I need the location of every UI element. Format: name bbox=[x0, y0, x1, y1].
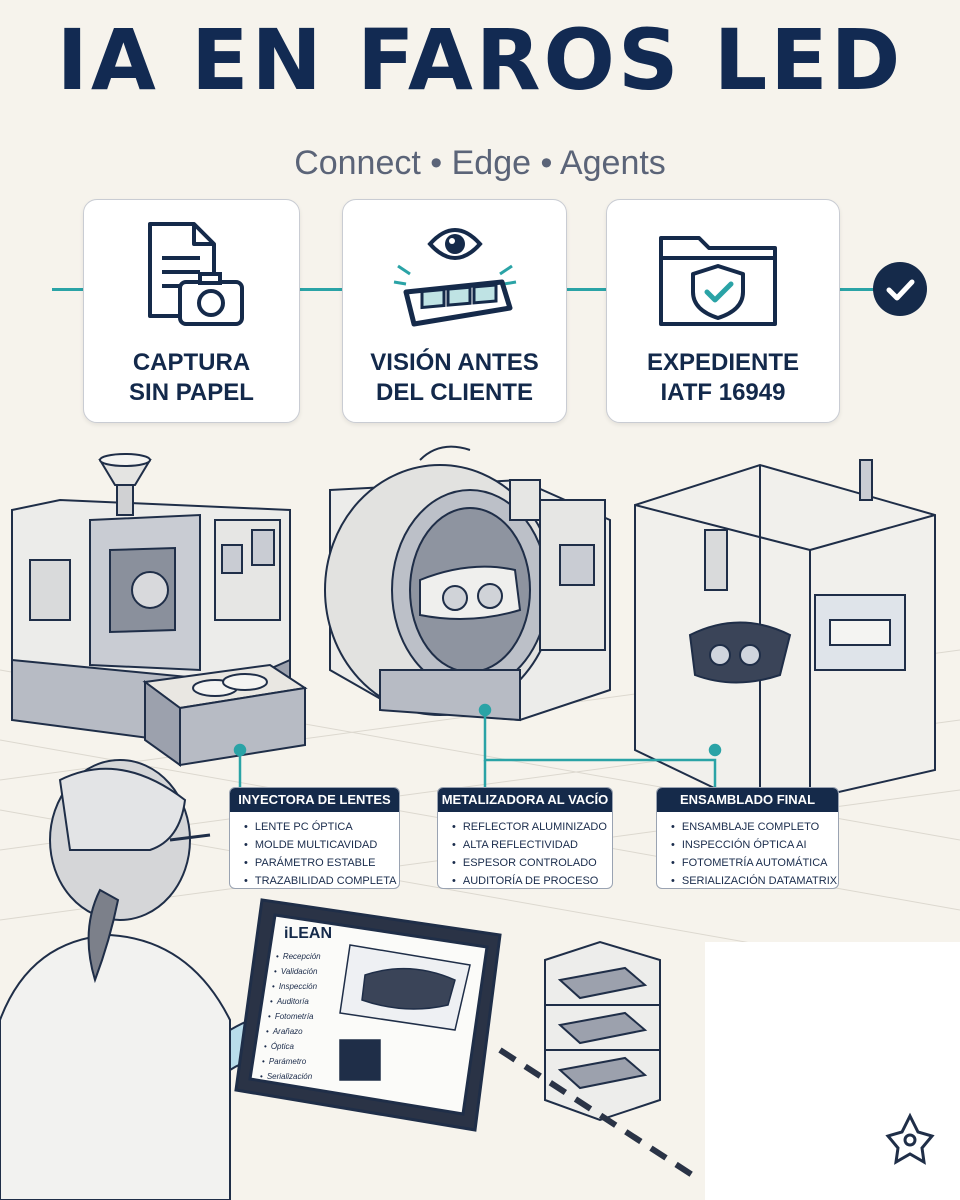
tablet-app-logo: iLEAN bbox=[284, 925, 332, 942]
checklist-item[interactable]: Inspección bbox=[272, 982, 317, 991]
station-item: TRAZABILIDAD COMPLETA bbox=[244, 872, 399, 888]
checklist-item[interactable]: Fotometría bbox=[268, 1012, 314, 1021]
step-card-record: EXPEDIENTE IATF 16949 bbox=[606, 199, 840, 423]
metallizer-machine bbox=[324, 445, 611, 722]
station-title: INYECTORA DE LENTES bbox=[230, 788, 399, 812]
parts-bin bbox=[142, 663, 308, 767]
station-item: ESPESOR CONTROLADO bbox=[452, 854, 612, 872]
station-card-assembly: ENSAMBLADO FINAL ENSAMBLAJE COMPLETO INS… bbox=[656, 787, 839, 889]
step-label-line1: EXPEDIENTE bbox=[646, 349, 800, 376]
station-item: AUDITORÍA DE PROCESO bbox=[452, 872, 612, 888]
step-label-line2: IATF 16949 bbox=[660, 379, 786, 406]
page-subtitle: Connect • Edge • Agents bbox=[294, 144, 666, 182]
step-label-line1: CAPTURA bbox=[132, 349, 251, 376]
station-item: REFLECTOR ALUMINIZADO bbox=[452, 818, 612, 836]
flow-line bbox=[298, 288, 342, 291]
eye-headlight-icon bbox=[393, 228, 516, 327]
checklist-item[interactable]: Arañazo bbox=[266, 1027, 303, 1036]
parts-cart bbox=[544, 940, 661, 1122]
step-label-line1: VISIÓN ANTES bbox=[370, 349, 539, 376]
station-title: ENSAMBLADO FINAL bbox=[657, 788, 838, 812]
factory-illustration bbox=[0, 445, 960, 1200]
flow-line bbox=[838, 288, 874, 291]
station-item: PARÁMETRO ESTABLE bbox=[244, 854, 399, 872]
step-label-line2: SIN PAPEL bbox=[129, 379, 254, 406]
station-item: FOTOMETRÍA AUTOMÁTICA bbox=[671, 854, 838, 872]
checklist-item[interactable]: Auditoría bbox=[270, 997, 309, 1006]
floor-marking bbox=[498, 1047, 702, 1183]
checklist-item[interactable]: Validación bbox=[274, 967, 318, 976]
checklist-item[interactable]: Óptica bbox=[264, 1042, 294, 1051]
station-connectors bbox=[233, 703, 722, 788]
station-card-metallizer: METALIZADORA AL VACÍO REFLECTOR ALUMINIZ… bbox=[437, 787, 613, 889]
page-title: IA EN FAROS LED bbox=[56, 11, 904, 109]
checklist-item[interactable]: Parámetro bbox=[262, 1057, 306, 1066]
brand-mark-icon bbox=[885, 1112, 935, 1165]
station-item: MOLDE MULTICAVIDAD bbox=[244, 836, 399, 854]
station-card-injection: INYECTORA DE LENTES LENTE PC ÓPTICA MOLD… bbox=[229, 787, 400, 889]
step-label-line2: DEL CLIENTE bbox=[376, 379, 533, 406]
step-card-vision: VISIÓN ANTES DEL CLIENTE bbox=[342, 199, 567, 423]
step-card-paperless: CAPTURA SIN PAPEL bbox=[83, 199, 300, 423]
station-item: INSPECCIÓN ÓPTICA AI bbox=[671, 836, 838, 854]
station-title: METALIZADORA AL VACÍO bbox=[438, 788, 612, 812]
document-camera-icon bbox=[147, 222, 244, 326]
station-item: ALTA REFLECTIVIDAD bbox=[452, 836, 612, 854]
operator-illustration bbox=[0, 759, 332, 1200]
station-item: ENSAMBLAJE COMPLETO bbox=[671, 818, 838, 836]
flow-line bbox=[52, 288, 84, 291]
assembly-cell bbox=[634, 459, 936, 812]
checklist-item[interactable]: Recepción bbox=[276, 952, 321, 961]
flow-line bbox=[565, 288, 606, 291]
check-icon bbox=[873, 262, 927, 316]
checklist-item[interactable]: Serialización bbox=[260, 1072, 312, 1081]
folder-shield-icon bbox=[659, 236, 777, 326]
station-item: SERIALIZACIÓN DATAMATRIX bbox=[671, 872, 838, 888]
station-item: LENTE PC ÓPTICA bbox=[244, 818, 399, 836]
